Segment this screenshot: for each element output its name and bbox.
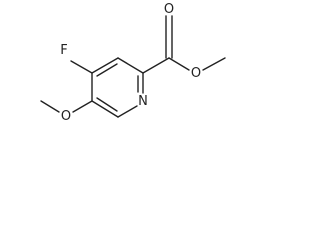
bond-c5-c6 bbox=[91, 100, 119, 118]
carbonyl-oxygen-label: O bbox=[164, 2, 174, 17]
bond-c2-c3 bbox=[117, 57, 144, 74]
bond-o-methyl bbox=[40, 100, 60, 113]
bond-c2-carbonyl bbox=[142, 57, 170, 74]
bond-c5-o bbox=[72, 100, 93, 113]
double-bond-c5-c6 bbox=[96, 97, 118, 112]
bond-ester-o-methyl bbox=[202, 57, 226, 71]
fluorine-label: F bbox=[60, 43, 67, 58]
double-bond-c3-c4 bbox=[96, 63, 118, 77]
methoxy-oxygen-label: O bbox=[61, 109, 71, 124]
ester-oxygen-label: O bbox=[191, 66, 201, 81]
bond-carbonyl-ester-o bbox=[168, 57, 190, 71]
structure-canvas: F O N O O bbox=[0, 0, 250, 138]
ring-nitrogen-label: N bbox=[138, 94, 148, 109]
molecule-diagram: F O N O O bbox=[40, 2, 226, 124]
bond-c4-f bbox=[70, 60, 93, 74]
bond-c6-n1 bbox=[117, 105, 138, 118]
bond-c3-c4 bbox=[91, 57, 119, 74]
